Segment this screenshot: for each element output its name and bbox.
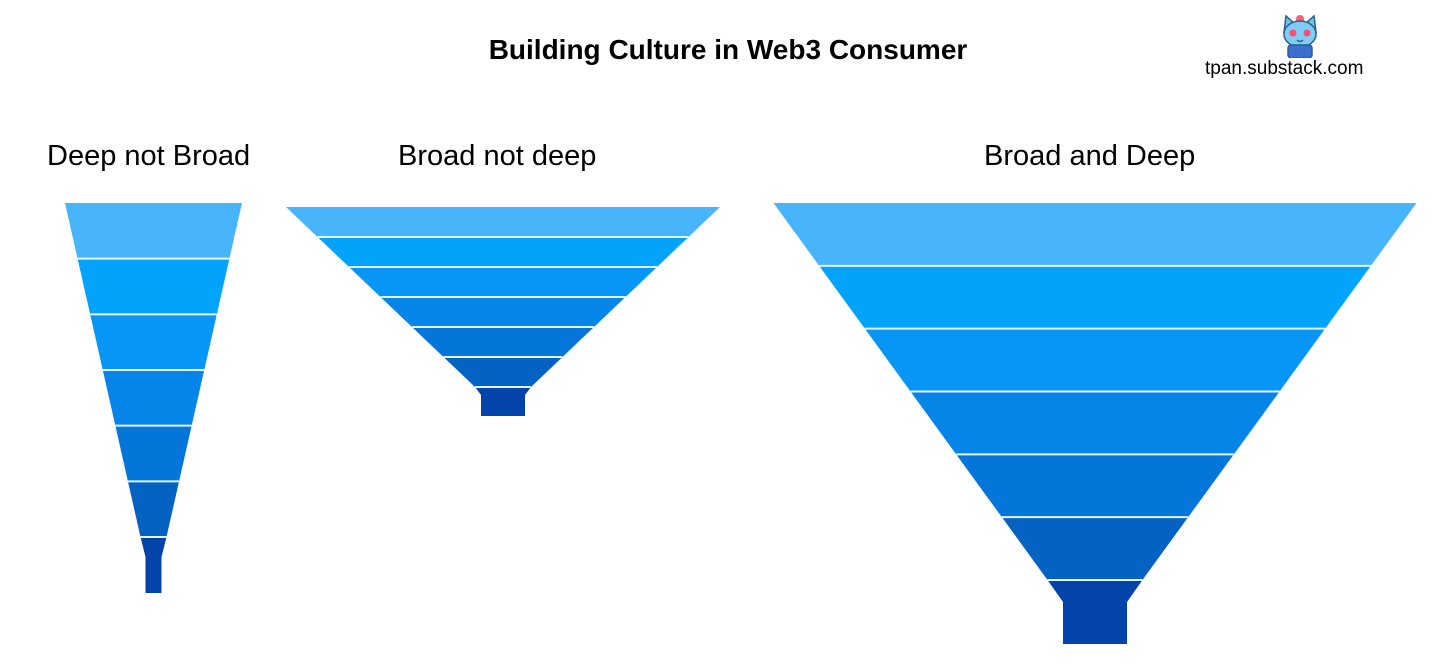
funnel-broad-not-deep-stage-1: [286, 207, 720, 237]
funnel-broad-and-deep-stage-5: [956, 454, 1234, 518]
funnel-broad-not-deep-stage-4: [380, 297, 626, 327]
funnel-deep-not-broad-stage-6: [127, 481, 180, 537]
funnel-broad-not-deep-stage-3: [349, 267, 657, 297]
funnel-deep-not-broad-stage-2: [77, 258, 230, 315]
funnel-broad-and-deep-stem: [1047, 580, 1143, 644]
funnel-label-broad-and-deep: Broad and Deep: [984, 140, 1196, 172]
funnel-broad-and-deep-stage-3: [864, 328, 1326, 392]
funnel-broad-and-deep-stage-1: [773, 203, 1417, 266]
funnel-broad-and-deep-stage-4: [910, 391, 1280, 455]
cat-mascot-icon: [1283, 14, 1317, 58]
funnel-broad-not-deep-stem: [475, 387, 531, 416]
source-url: tpan.substack.com: [1205, 58, 1364, 79]
funnel-broad-and-deep-stage-6: [1001, 517, 1189, 580]
diagram-title: Building Culture in Web3 Consumer: [488, 34, 968, 65]
funnel-broad-not-deep-stage-6: [443, 357, 563, 387]
funnel-deep-not-broad-stage-1: [65, 203, 242, 259]
funnel-label-broad-not-deep: Broad not deep: [398, 140, 597, 172]
funnel-deep-not-broad-stem: [140, 537, 167, 593]
funnel-broad-and-deep-stage-2: [819, 265, 1371, 329]
funnel-deep-not-broad-stage-5: [115, 425, 192, 482]
funnel-deep-not-broad-stage-4: [102, 370, 205, 426]
funnel-broad-not-deep-stage-5: [412, 327, 594, 357]
funnel-deep-not-broad-stage-3: [90, 314, 217, 370]
funnel-broad-not-deep-stage-2: [317, 237, 689, 267]
funnel-label-deep-not-broad: Deep not Broad: [47, 140, 251, 172]
